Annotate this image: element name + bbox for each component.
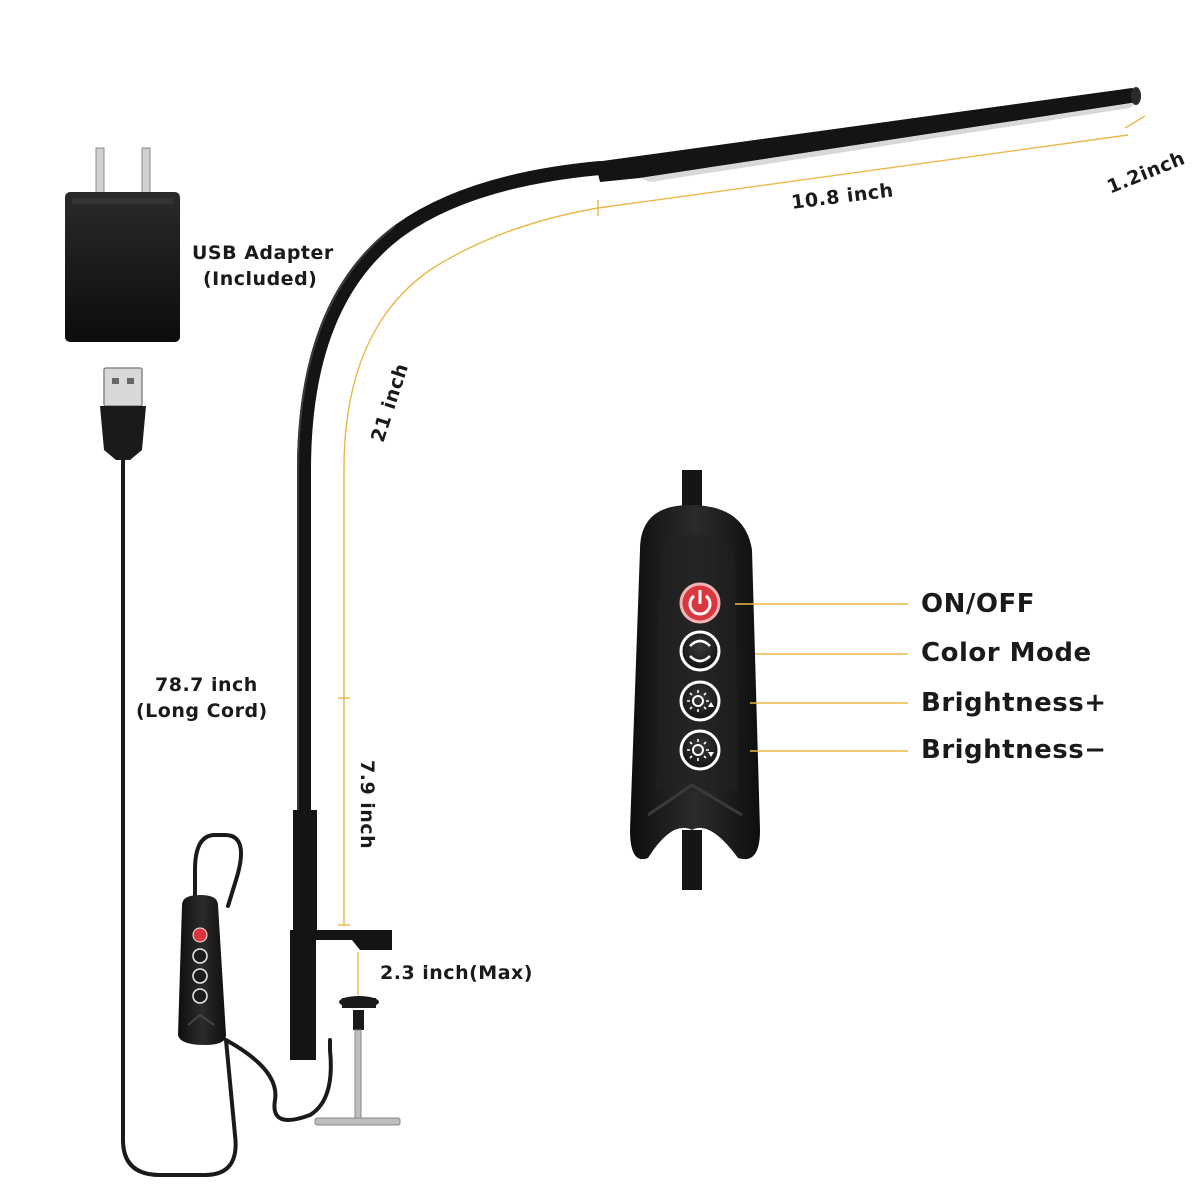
lamp-gooseneck bbox=[297, 161, 607, 827]
dim-head-width bbox=[1124, 115, 1146, 129]
dimension-lines bbox=[338, 115, 1146, 995]
brightness-down-label: Brightness− bbox=[921, 735, 1107, 765]
power-label: ON/OFF bbox=[921, 589, 1035, 619]
mini-power-button bbox=[192, 927, 208, 943]
brightness-down-icon bbox=[692, 744, 704, 756]
adapter-prong-right bbox=[141, 147, 151, 197]
brightness-down-button bbox=[679, 729, 721, 771]
brightness-up-icon bbox=[692, 695, 704, 707]
lamp-arm bbox=[293, 810, 317, 935]
lamp-head bbox=[595, 87, 1141, 182]
arm-length-label: 7.9 inch bbox=[356, 760, 378, 850]
color-mode-icon bbox=[689, 639, 711, 663]
cord-label-line2: (Long Cord) bbox=[136, 700, 268, 722]
mini-color-button bbox=[192, 948, 208, 964]
mini-bright-up-button bbox=[192, 968, 208, 984]
clamp-opening-label: 2.3 inch(Max) bbox=[380, 962, 533, 984]
power-button bbox=[679, 582, 721, 624]
adapter-prong-left bbox=[95, 147, 105, 197]
callout-lines bbox=[735, 603, 908, 752]
desk-clamp bbox=[290, 930, 401, 1126]
adapter-body bbox=[65, 192, 180, 342]
mini-bright-down-button bbox=[192, 988, 208, 1004]
power-icon bbox=[688, 594, 712, 616]
main-controller bbox=[630, 470, 760, 890]
color-mode-label: Color Mode bbox=[921, 638, 1092, 668]
controller-cable-bottom bbox=[682, 830, 702, 890]
dim-head bbox=[597, 134, 1129, 209]
mini-controller bbox=[178, 895, 226, 1045]
brightness-up-button bbox=[679, 680, 721, 722]
dim-neck bbox=[343, 207, 599, 698]
adapter-label-line1: USB Adapter bbox=[192, 242, 334, 264]
usb-plug bbox=[100, 367, 146, 460]
brightness-up-label: Brightness+ bbox=[921, 688, 1107, 718]
cord-label-line1: 78.7 inch bbox=[155, 674, 258, 696]
color-mode-button bbox=[679, 630, 721, 672]
usb-adapter bbox=[65, 147, 180, 342]
adapter-label-line2: (Included) bbox=[203, 268, 318, 290]
power-cord bbox=[121, 456, 333, 1177]
